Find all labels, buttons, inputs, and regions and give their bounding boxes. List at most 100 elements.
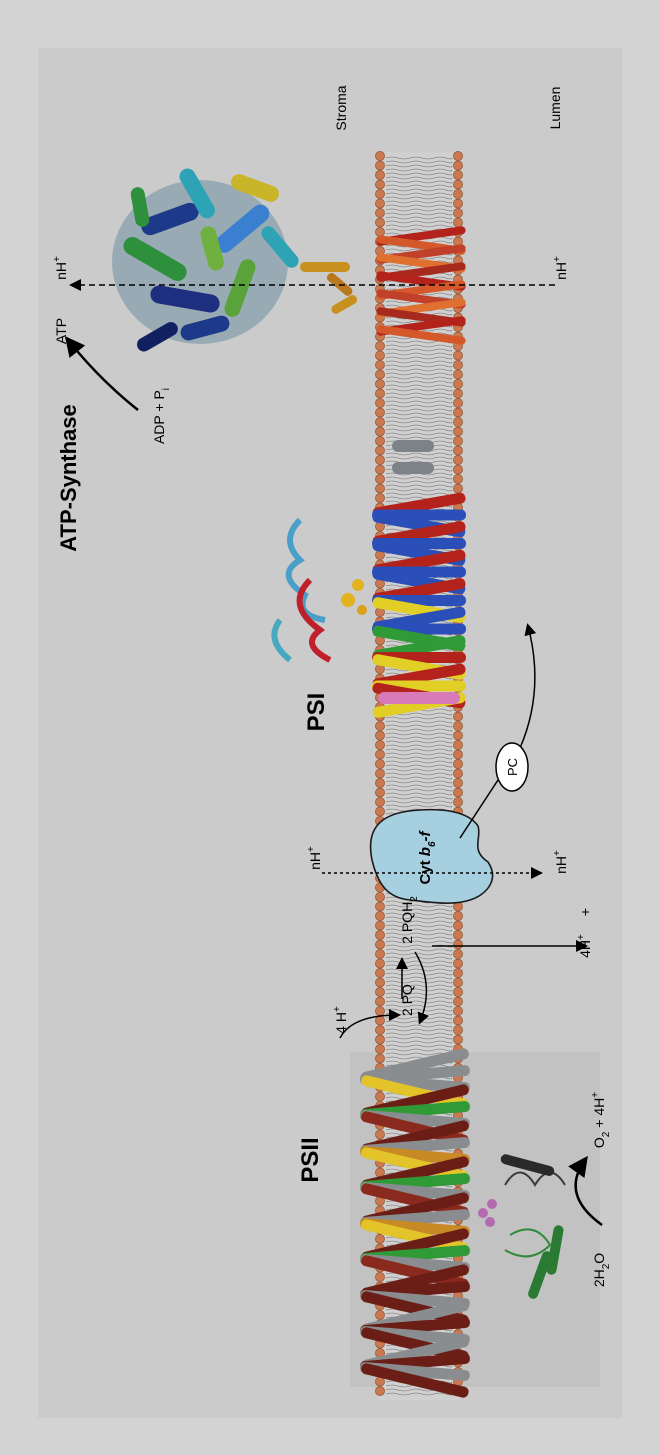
lipid-head (375, 921, 384, 930)
lipid-head (375, 436, 384, 445)
lipid-head (453, 721, 462, 730)
lipid-head (375, 1016, 384, 1025)
lipid-head (375, 474, 384, 483)
lipid-head (375, 1054, 384, 1063)
lipid-head (375, 807, 384, 816)
lipid-head (375, 465, 384, 474)
lipid-head (375, 892, 384, 901)
lipid-head (375, 987, 384, 996)
lipid-head (453, 759, 462, 768)
lipid-head (375, 978, 384, 987)
lipid-head (453, 911, 462, 920)
lipid-head (375, 360, 384, 369)
lipid-head (375, 759, 384, 768)
psi-pink-helix (378, 692, 460, 704)
lipid-head (453, 455, 462, 464)
lipid-head (375, 370, 384, 379)
lipid-head (375, 930, 384, 939)
lipid-head (375, 427, 384, 436)
lipid-head (375, 161, 384, 170)
lipid-head (375, 398, 384, 407)
lipid-head (453, 769, 462, 778)
lipid-head (375, 199, 384, 208)
lipid-head (375, 911, 384, 920)
lipid-head (375, 1006, 384, 1015)
lipid-head (375, 1092, 384, 1101)
lipid-head (375, 750, 384, 759)
lipid-head (453, 731, 462, 740)
lipid-head (375, 455, 384, 464)
lipid-head (375, 1035, 384, 1044)
lipid-head (375, 778, 384, 787)
lipid-head (375, 731, 384, 740)
lipid-head (375, 1025, 384, 1034)
lipid-head (375, 484, 384, 493)
lipid-head (453, 940, 462, 949)
lipid-head (453, 997, 462, 1006)
lipid-head (453, 151, 462, 160)
lipid-head (375, 949, 384, 958)
lipid-head (375, 997, 384, 1006)
lipid-head (453, 218, 462, 227)
lipid-head (453, 199, 462, 208)
lipid-head (453, 949, 462, 958)
atp-synthase-label: ATP-Synthase (56, 404, 81, 552)
lumen-label: Lumen (547, 87, 563, 130)
svg-text:2 PQ: 2 PQ (399, 984, 415, 1016)
atp-label: ATP (53, 318, 69, 344)
lipid-head (453, 712, 462, 721)
lipid-head (375, 379, 384, 388)
lipid-head (453, 208, 462, 217)
lipid-head (453, 360, 462, 369)
lipid-head (375, 151, 384, 160)
lipid-head (453, 398, 462, 407)
lipid-head (375, 227, 384, 236)
lipid-head (375, 740, 384, 749)
lipid-head (375, 170, 384, 179)
lipid-head (375, 959, 384, 968)
lipid-head (375, 417, 384, 426)
lipid-head (453, 1025, 462, 1034)
lipid-head (375, 1310, 384, 1319)
lipid-head (375, 408, 384, 417)
lipid-head (453, 389, 462, 398)
lipid-head (453, 740, 462, 749)
lipid-head (375, 1272, 384, 1281)
lipid-head (453, 189, 462, 198)
lipid-head (375, 940, 384, 949)
lipid-head (453, 1016, 462, 1025)
lipid-head (453, 417, 462, 426)
lipid-head (453, 1006, 462, 1015)
lipid-head (453, 379, 462, 388)
lipid-head (375, 1130, 384, 1139)
lipid-head (375, 769, 384, 778)
lipid-head (453, 978, 462, 987)
lipid-head (375, 1386, 384, 1395)
plus-sign: + (577, 908, 593, 916)
lipid-head (453, 465, 462, 474)
lipid-head (375, 493, 384, 502)
lipid-head (453, 1035, 462, 1044)
stroma-label: Stroma (333, 85, 349, 130)
lipid-head (453, 484, 462, 493)
lipid-head (453, 180, 462, 189)
lipid-head (453, 170, 462, 179)
pc-label: PC (505, 758, 520, 776)
pq-pool-label: 2 PQ (399, 984, 415, 1016)
lipid-head (453, 930, 462, 939)
lipid-head (375, 1234, 384, 1243)
psi-label: PSI (303, 693, 330, 732)
adp-sub: i (161, 388, 172, 390)
lipid-head (375, 1044, 384, 1053)
lipid-head (375, 446, 384, 455)
lipid-head (453, 474, 462, 483)
lipid-head (375, 389, 384, 398)
lipid-head (375, 341, 384, 350)
lipid-head (453, 370, 462, 379)
atp-synthase-peripheral-helix (392, 440, 434, 452)
lipid-head (375, 189, 384, 198)
lipid-head (453, 436, 462, 445)
lipid-head (453, 921, 462, 930)
lipid-head (375, 208, 384, 217)
